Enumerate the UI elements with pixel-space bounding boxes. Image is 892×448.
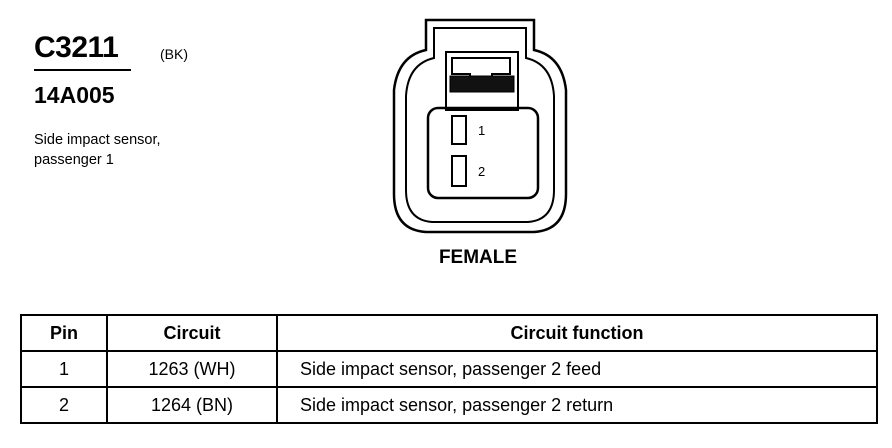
- terminal-cavity-1: [451, 115, 467, 145]
- table-row: 2 1264 (BN) Side impact sensor, passenge…: [20, 386, 878, 424]
- pinout-table: Pin Circuit Circuit function 1 1263 (WH)…: [20, 314, 878, 424]
- connector-face-diagram: 1 2: [392, 18, 568, 234]
- connector-color-code: (BK): [160, 46, 188, 62]
- cell-circuit: 1264 (BN): [106, 386, 278, 424]
- cell-circuit: 1263 (WH): [106, 350, 278, 388]
- connector-id: C3211: [34, 31, 119, 64]
- table-row: 1 1263 (WH) Side impact sensor, passenge…: [20, 350, 878, 388]
- cavity-label-2: 2: [478, 164, 485, 179]
- cell-pin: 1: [20, 350, 108, 388]
- connector-inner-housing: [405, 27, 555, 223]
- terminal-block: [426, 106, 540, 200]
- column-header-pin: Pin: [20, 314, 108, 352]
- part-number: 14A005: [34, 82, 115, 108]
- connector-outer-housing: [392, 18, 568, 234]
- connector-description: Side impact sensor, passenger 1: [34, 130, 224, 170]
- column-header-circuit-function: Circuit function: [276, 314, 878, 352]
- table-header-row: Pin Circuit Circuit function: [20, 314, 878, 352]
- connector-gender-label: FEMALE: [438, 247, 518, 268]
- cell-circuit-function: Side impact sensor, passenger 2 feed: [276, 350, 878, 388]
- column-header-circuit: Circuit: [106, 314, 278, 352]
- cavity-label-1: 1: [478, 123, 485, 138]
- title-underline: [34, 69, 131, 71]
- cell-circuit-function: Side impact sensor, passenger 2 return: [276, 386, 878, 424]
- description-line: Side impact sensor,: [34, 132, 161, 148]
- terminal-cavity-2: [451, 155, 467, 187]
- connector-latch: [445, 51, 519, 111]
- connector-latch-bar: [449, 75, 515, 93]
- description-line: passenger 1: [34, 152, 114, 168]
- cell-pin: 2: [20, 386, 108, 424]
